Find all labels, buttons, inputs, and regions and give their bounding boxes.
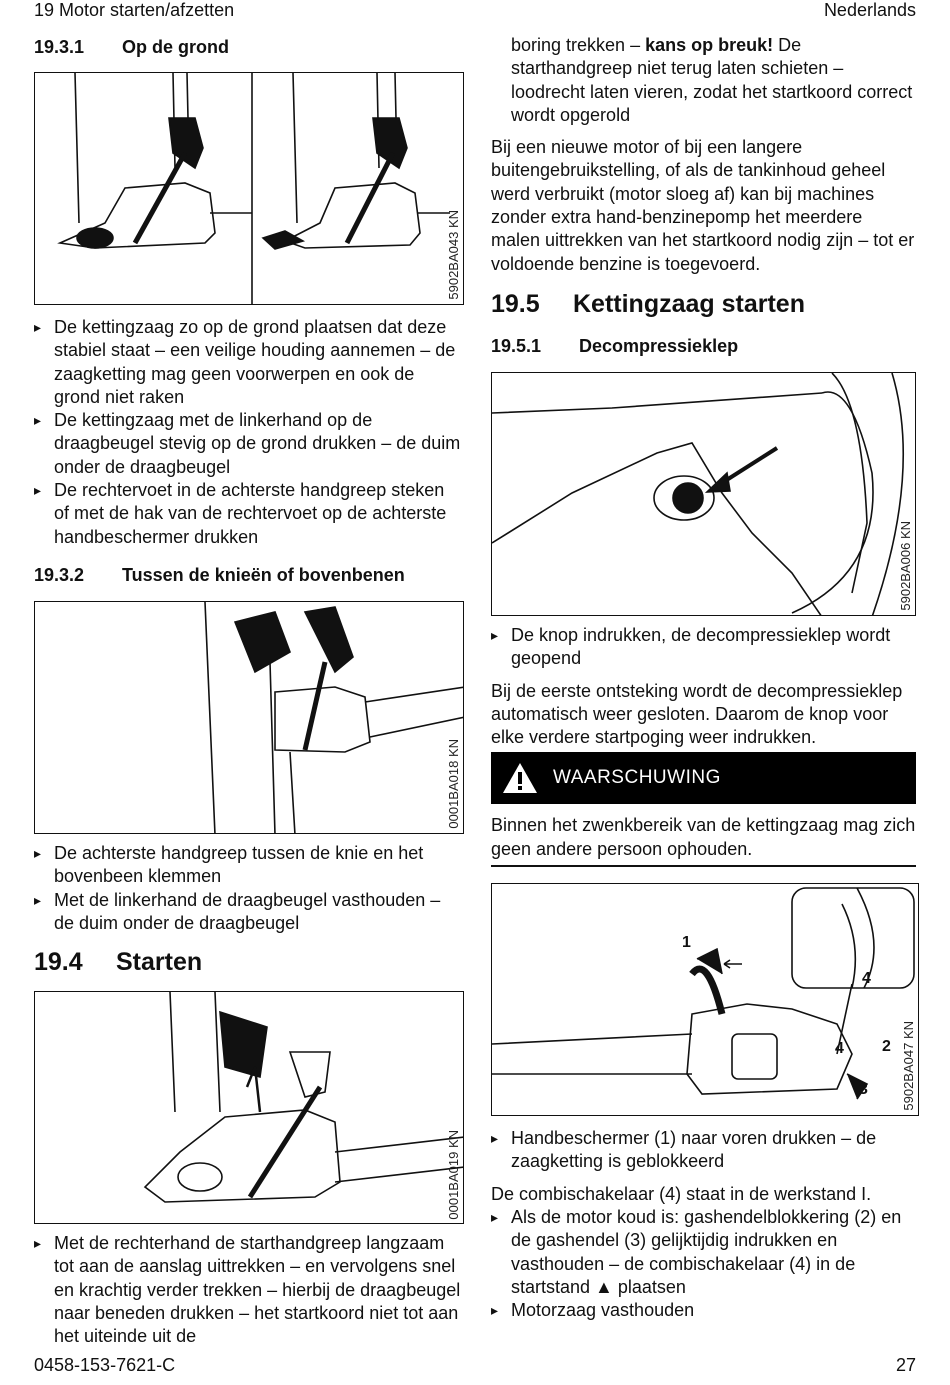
list-item: De rechtervoet in de achterste handgreep… [34,479,464,549]
figure-on-ground: 5902BA043 KN [34,72,464,305]
continued-text: boring trekken – [511,35,646,55]
figure-code: 5902BA006 KN [898,521,913,611]
figure-hand-guard-controls: 1 2 3 4 4 5902BA047 KN [491,883,919,1117]
section-number: 19.5.1 [491,336,542,357]
list-item: Handbeschermer (1) naar voren drukken – … [491,1127,916,1174]
breakage-warning: kans op breuk! [645,35,774,55]
continued-text: De starthandgreep niet terug laten schie… [511,35,913,125]
warning-text: Binnen het zwenkbereik van de kettingzaa… [491,815,916,859]
section-title: Kettingzaag starten [573,290,805,319]
figure-code: 5902BA047 KN [901,1021,916,1112]
warning-label: WAARSCHUWING [553,767,721,789]
figure-code: 0001BA019 KN [446,1129,461,1220]
warning-banner: WAARSCHUWING [491,752,916,805]
callout-4: 4 [835,1040,844,1057]
warning-divider [491,865,916,868]
list-item: Als de motor koud is: gashendelblokkerin… [491,1206,916,1299]
callout-4-inset: 4 [862,970,871,987]
header-chapter: 19 Motor starten/afzetten [34,0,235,20]
figure-decompression-valve: 5902BA006 KN [491,371,916,616]
section-heading-19-3-2: 19.3.2 Tussen de knieën of bovenbenen [34,563,464,589]
instruction-list: Met de rechterhand de starthandgreep lan… [34,1232,464,1348]
section-heading-19-3-1: 19.3.1 Op de grond [34,34,464,60]
list-item: De knop indrukken, de decompressieklep w… [491,624,916,671]
page-number: 27 [895,1355,916,1375]
section-number: 19.3.1 [34,36,85,57]
section-title: Op de grond [122,36,229,57]
section-heading-19-4: 19.4 Starten [34,945,464,979]
figure-code: 0001BA018 KN [446,739,461,829]
document-number: 0458-153-7621-C [34,1355,176,1375]
callout-2: 2 [882,1038,891,1055]
paragraph-new-engine: Bij een nieuwe motor of bij een langere … [491,137,915,274]
section-number: 19.5 [491,290,540,319]
callout-1: 1 [682,934,691,951]
callout-3: 3 [859,1081,868,1098]
list-item: Met de linkerhand de draagbeugel vasthou… [34,889,464,936]
list-item: Met de rechterhand de starthandgreep lan… [34,1232,464,1348]
instruction-list: De kettingzaag zo op de grond plaatsen d… [34,316,464,549]
right-column: boring trekken – kans op breuk! De start… [491,34,919,1323]
paragraph-decompression-closes: Bij de eerste ontsteking wordt de decomp… [491,680,903,748]
list-item: Motorzaag vasthouden [491,1299,916,1323]
figure-code: 5902BA043 KN [446,210,461,300]
section-number: 19.4 [34,947,83,976]
section-title: Decompressieklep [579,336,739,357]
list-item: De kettingzaag met de linkerhand op de d… [34,409,464,479]
section-title: Starten [116,947,203,976]
instruction-list: Als de motor koud is: gashendelblokkerin… [491,1206,916,1323]
list-item: De achterste handgreep tussen de knie en… [34,842,464,889]
section-heading-19-5-1: 19.5.1 Decompressieklep [491,334,916,360]
figure-starting: 0001BA019 KN [34,991,464,1225]
instruction-list: De achterste handgreep tussen de knie en… [34,842,464,935]
instruction-list: De knop indrukken, de decompressieklep w… [491,624,916,671]
paragraph-combi-switch: De combischakelaar (4) staat in de werks… [491,1183,872,1204]
section-title: Tussen de knieën of bovenbenen [122,565,405,586]
instruction-list: Handbeschermer (1) naar voren drukken – … [491,1127,916,1174]
header-language: Nederlands [823,0,916,20]
page-header: 19 Motor starten/afzetten Nederlands [34,0,916,24]
section-heading-19-5: 19.5 Kettingzaag starten [491,288,916,322]
list-item: De kettingzaag zo op de grond plaatsen d… [34,316,464,409]
warning-triangle-icon [501,761,539,795]
figure-between-knees: 0001BA018 KN [34,600,464,834]
section-number: 19.3.2 [34,565,85,586]
left-column: 19.3.1 Op de grond 5902BA04 [34,34,464,1349]
continued-instruction: boring trekken – kans op breuk! De start… [491,34,916,127]
